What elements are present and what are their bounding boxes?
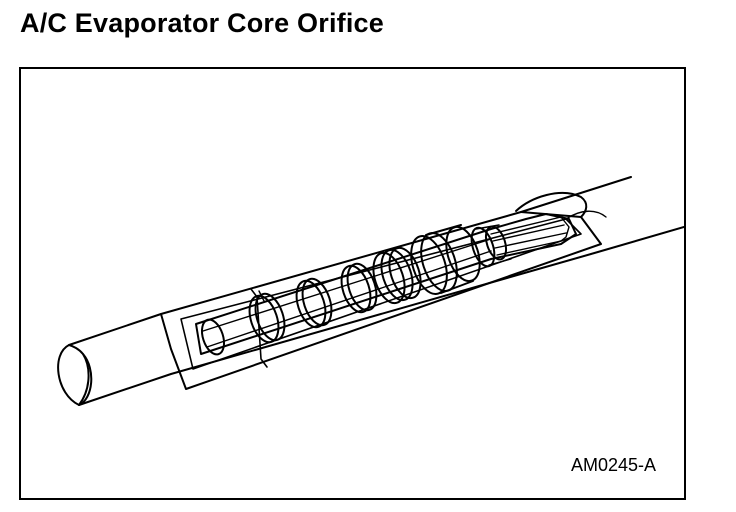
figure-frame: AM0245-A [19,67,686,500]
orifice-diagram [57,176,684,406]
page-title: A/C Evaporator Core Orifice [20,8,384,38]
filter-screen-rings [200,246,422,356]
o-ring [410,224,481,295]
cutaway-window [160,211,602,390]
figure-code: AM0245-A [570,455,656,475]
crimp-marks [250,288,268,368]
orifice-tube-body [195,192,607,355]
inlet-screen [470,224,512,268]
